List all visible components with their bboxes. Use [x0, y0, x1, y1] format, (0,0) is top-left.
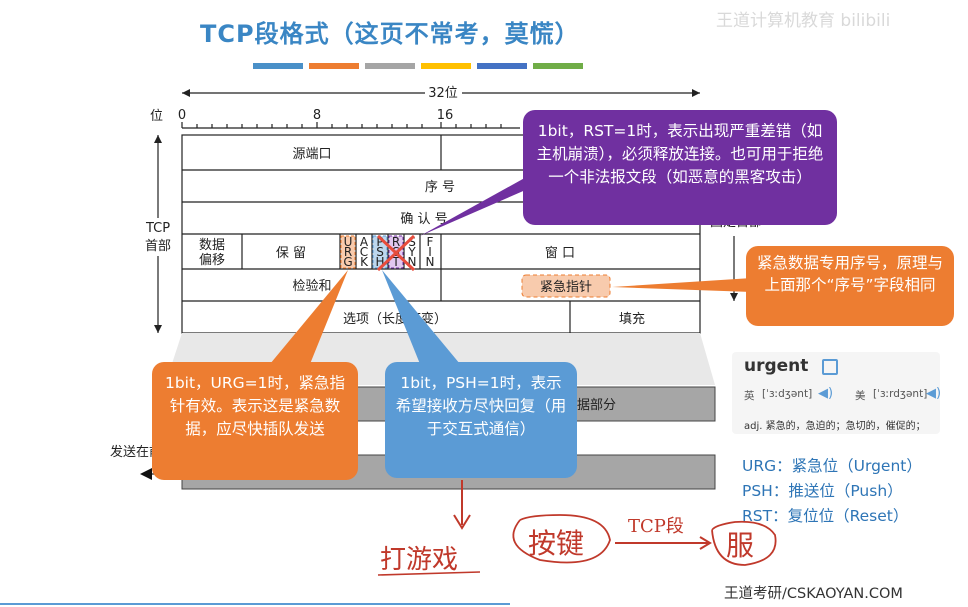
tick-8: 8: [313, 108, 321, 123]
hand-word-2: 按键: [528, 527, 584, 560]
uk-phonetic: [ˈɜːdʒənt]: [762, 388, 813, 400]
color-bar-2: [309, 63, 359, 69]
field-src-port: 源端口: [292, 147, 331, 162]
svg-text:S: S: [376, 245, 384, 259]
svg-text:C: C: [360, 245, 368, 259]
urg-pointer: [270, 270, 348, 364]
width-arrow-head-left: [182, 89, 190, 97]
field-urgent-ptr: 紧急指针: [540, 280, 592, 295]
header-label-1: TCP: [145, 221, 170, 236]
field-padding: 填充: [619, 311, 645, 327]
bit-axis-label: 位: [150, 109, 163, 124]
svg-text:F: F: [427, 235, 434, 249]
flag-syn: SYN: [407, 235, 416, 269]
svg-text:Y: Y: [407, 245, 416, 259]
field-options: 选项（长度可变）: [343, 311, 447, 327]
callout-psh: 1bit，PSH=1时，表示希望接收方尽快回复（用于交互式通信）: [385, 362, 577, 478]
hand-arrow-label: TCP段: [628, 516, 684, 537]
cross-out-mark: [376, 234, 416, 272]
svg-text:R: R: [344, 245, 352, 259]
svg-text:T: T: [391, 255, 400, 269]
copy-icon[interactable]: [822, 359, 838, 375]
dictionary-definition: adj. 紧急的，急迫的；急切的，催促的；: [744, 421, 926, 432]
field-checksum: 检验和: [292, 278, 331, 294]
speaker-icon-us[interactable]: ◀): [926, 386, 942, 401]
color-bar-1: [253, 63, 303, 69]
svg-text:N: N: [426, 255, 435, 269]
urgptr-pointer: [612, 278, 752, 292]
field-data-offset-2: 偏移: [199, 253, 225, 268]
bit-ruler-ticks: [181, 122, 502, 128]
tick-0: 0: [178, 108, 186, 123]
field-seq: 序 号: [425, 180, 455, 195]
color-bar-6: [533, 63, 583, 69]
svg-text:H: H: [375, 255, 384, 269]
tick-16: 16: [437, 108, 454, 123]
credit: 王道考研/CSKAOYAN.COM: [724, 586, 903, 602]
callout-urg: 1bit，URG=1时，紧急指针有效。表示这是紧急数据，应尽快插队发送: [152, 362, 358, 480]
svg-text:K: K: [360, 255, 369, 269]
us-label: 美: [855, 390, 866, 402]
hand-word-3: 服: [726, 529, 754, 562]
svg-text:U: U: [344, 235, 353, 249]
abbr-rst: RST：复位位（Reset）: [742, 507, 909, 525]
field-reserved: 保 留: [276, 246, 306, 261]
svg-text:S: S: [408, 235, 416, 249]
psh-pointer: [382, 270, 460, 364]
width-arrow-head-right: [692, 89, 700, 97]
width-label: 32位: [428, 86, 458, 101]
bottom-progress-line: [0, 603, 510, 605]
flag-psh: PSH: [375, 235, 384, 269]
flag-fin: FIN: [426, 235, 435, 269]
uk-label: 英: [744, 390, 755, 402]
svg-text:P: P: [376, 235, 383, 249]
watermark: 王道计算机教育 bilibili: [716, 11, 891, 31]
abbr-urg: URG：紧急位（Urgent）: [742, 457, 922, 475]
svg-text:I: I: [428, 245, 432, 259]
send-label: 发送在前: [110, 444, 162, 460]
flag-ack: ACK: [360, 235, 369, 269]
svg-text:R: R: [392, 235, 400, 249]
hand-word-1: 打游戏: [380, 545, 458, 575]
color-bar-3: [365, 63, 415, 69]
page-title: TCP段格式（这页不常考，莫慌）: [200, 20, 580, 48]
us-phonetic: [ˈɜːrdʒənt]: [873, 388, 928, 400]
svg-text:G: G: [343, 255, 352, 269]
callout-rst: 1bit，RST=1时，表示出现严重差错（如主机崩溃），必须释放连接。也可用于拒…: [523, 110, 837, 225]
svg-text:A: A: [360, 235, 369, 249]
field-window: 窗 口: [545, 245, 575, 261]
field-ack: 确 认 号: [400, 212, 447, 227]
header-label-2: 首部: [145, 239, 171, 254]
flag-urg: URG: [343, 235, 352, 269]
callout-urgent-pointer: 紧急数据专用序号，原理与上面那个“序号”字段相同: [746, 246, 954, 326]
field-data-offset-1: 数据: [199, 238, 225, 253]
dictionary-word: urgent: [744, 356, 809, 376]
color-bar-4: [421, 63, 471, 69]
abbr-psh: PSH：推送位（Push）: [742, 482, 903, 500]
svg-text:N: N: [408, 255, 417, 269]
color-bar-5: [477, 63, 527, 69]
speaker-icon-uk[interactable]: ◀): [818, 386, 834, 401]
